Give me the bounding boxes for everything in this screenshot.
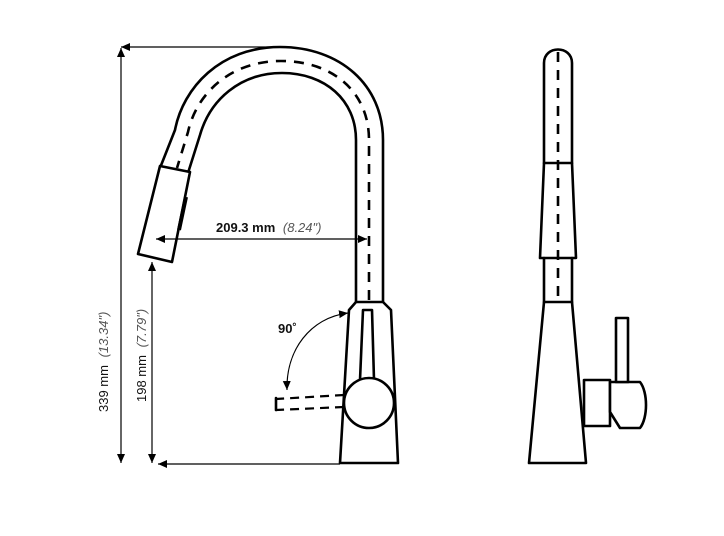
handle-rotated-position	[275, 393, 345, 412]
reach-label: 209.3 mm (8.24")	[216, 220, 321, 235]
reach-inch: (8.24")	[283, 220, 322, 235]
side-view	[527, 48, 648, 465]
side-neck	[542, 256, 574, 304]
front-view	[136, 45, 400, 465]
spout-height-label: 198 mm (7.79")	[134, 309, 149, 402]
reach-value: 209.3 mm	[216, 220, 275, 235]
side-body	[527, 300, 588, 465]
side-sprayer	[538, 161, 578, 260]
handle-hub	[342, 376, 396, 430]
side-handle-hub	[582, 378, 612, 428]
rotation-arc	[282, 310, 349, 391]
spout-centerline	[175, 59, 371, 300]
total-height-value: 339 mm	[96, 365, 111, 412]
side-handle-lever	[614, 316, 630, 384]
spout-outer-edge	[158, 45, 385, 304]
sprayer-head	[136, 164, 192, 264]
spout-inner-edge	[186, 71, 358, 304]
spout-height-inch: (7.79")	[134, 309, 149, 348]
spout-height-value: 198 mm	[134, 355, 149, 402]
side-spout-top	[542, 48, 574, 165]
rotation-label: 90˚	[278, 321, 297, 336]
side-handle-cap	[608, 380, 648, 430]
total-height-inch: (13.34")	[96, 312, 111, 358]
total-height-label: 339 mm (13.34")	[96, 312, 111, 412]
handle-lever	[358, 308, 376, 382]
sprayer-button	[177, 196, 188, 231]
dimension-lines	[117, 43, 367, 468]
